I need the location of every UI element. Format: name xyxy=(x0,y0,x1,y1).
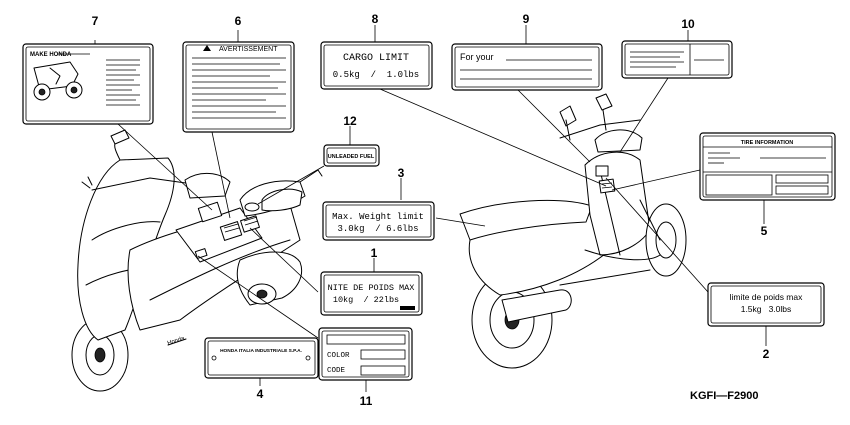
label-9-for-your: For your xyxy=(451,43,603,91)
label-8-line2: 0.5kg / 1.0lbs xyxy=(333,70,419,80)
label-4-honda-italia-plate: HONDA ITALIA INDUSTRIALE S.P.A. xyxy=(204,337,319,379)
label-8-cargo-limit: CARGO LIMIT 0.5kg / 1.0lbs xyxy=(320,41,433,90)
label-6-title: AVERTISSEMENT xyxy=(219,46,278,53)
label-7-make-honda: MAKE HONDA xyxy=(22,43,154,125)
label-11-color-code: COLOR CODE xyxy=(318,327,413,381)
label-3-line1: Max. Weight limit xyxy=(332,212,424,222)
label-11-color: COLOR xyxy=(327,352,350,360)
leader-lines xyxy=(94,25,767,392)
callout-1: 1 xyxy=(371,246,378,260)
label-3-line2: 3.0kg / 6.6lbs xyxy=(337,224,418,234)
svg-text:Honda: Honda xyxy=(167,336,186,347)
label-6-avertissement: AVERTISSEMENT xyxy=(182,41,295,133)
label-1-limite-poids: NITE DE POIDS MAX 10kg / 22lbs xyxy=(320,271,423,316)
callout-numbers: 7 6 8 9 10 12 3 1 5 2 4 11 xyxy=(92,12,770,408)
label-7-title: MAKE HONDA xyxy=(30,52,72,58)
label-8-line1: CARGO LIMIT xyxy=(343,53,409,64)
label-2-line2: 1.5kg 3.0lbs xyxy=(741,304,792,314)
callout-2: 2 xyxy=(763,347,770,361)
label-4-text: HONDA ITALIA INDUSTRIALE S.P.A. xyxy=(220,348,302,354)
callout-9: 9 xyxy=(523,12,530,26)
label-1-line1: NITE DE POIDS MAX xyxy=(328,283,415,293)
label-2-limite-poids-max: limite de poids max 1.5kg 3.0lbs xyxy=(707,282,825,327)
label-2-line1: limite de poids max xyxy=(730,292,804,302)
callout-6: 6 xyxy=(235,14,242,28)
callout-10: 10 xyxy=(681,17,695,31)
label-1-line2: 10kg / 22lbs xyxy=(333,295,399,305)
callout-12: 12 xyxy=(343,114,357,128)
label-3-max-weight-limit: Max. Weight limit 3.0kg / 6.6lbs xyxy=(322,201,435,241)
callout-4: 4 xyxy=(257,387,264,401)
label-10 xyxy=(621,40,733,79)
diagram-code: KGFI—F2900 xyxy=(690,390,758,402)
callout-8: 8 xyxy=(372,12,379,26)
scooter-front-view: Honda xyxy=(71,129,323,392)
label-9-text: For your xyxy=(460,52,494,62)
callout-7: 7 xyxy=(92,14,99,28)
label-5-title: TIRE INFORMATION xyxy=(741,140,793,146)
callout-5: 5 xyxy=(761,224,768,238)
callout-11: 11 xyxy=(360,394,373,408)
label-11-code: CODE xyxy=(327,367,346,375)
label-5-tire-information: TIRE INFORMATION xyxy=(699,132,836,201)
scooter-rear-view xyxy=(459,93,687,369)
label-12-unleaded-fuel: UNLEADED FUEL xyxy=(323,144,380,167)
callout-3: 3 xyxy=(398,166,405,180)
label-12-text: UNLEADED FUEL xyxy=(328,154,375,160)
